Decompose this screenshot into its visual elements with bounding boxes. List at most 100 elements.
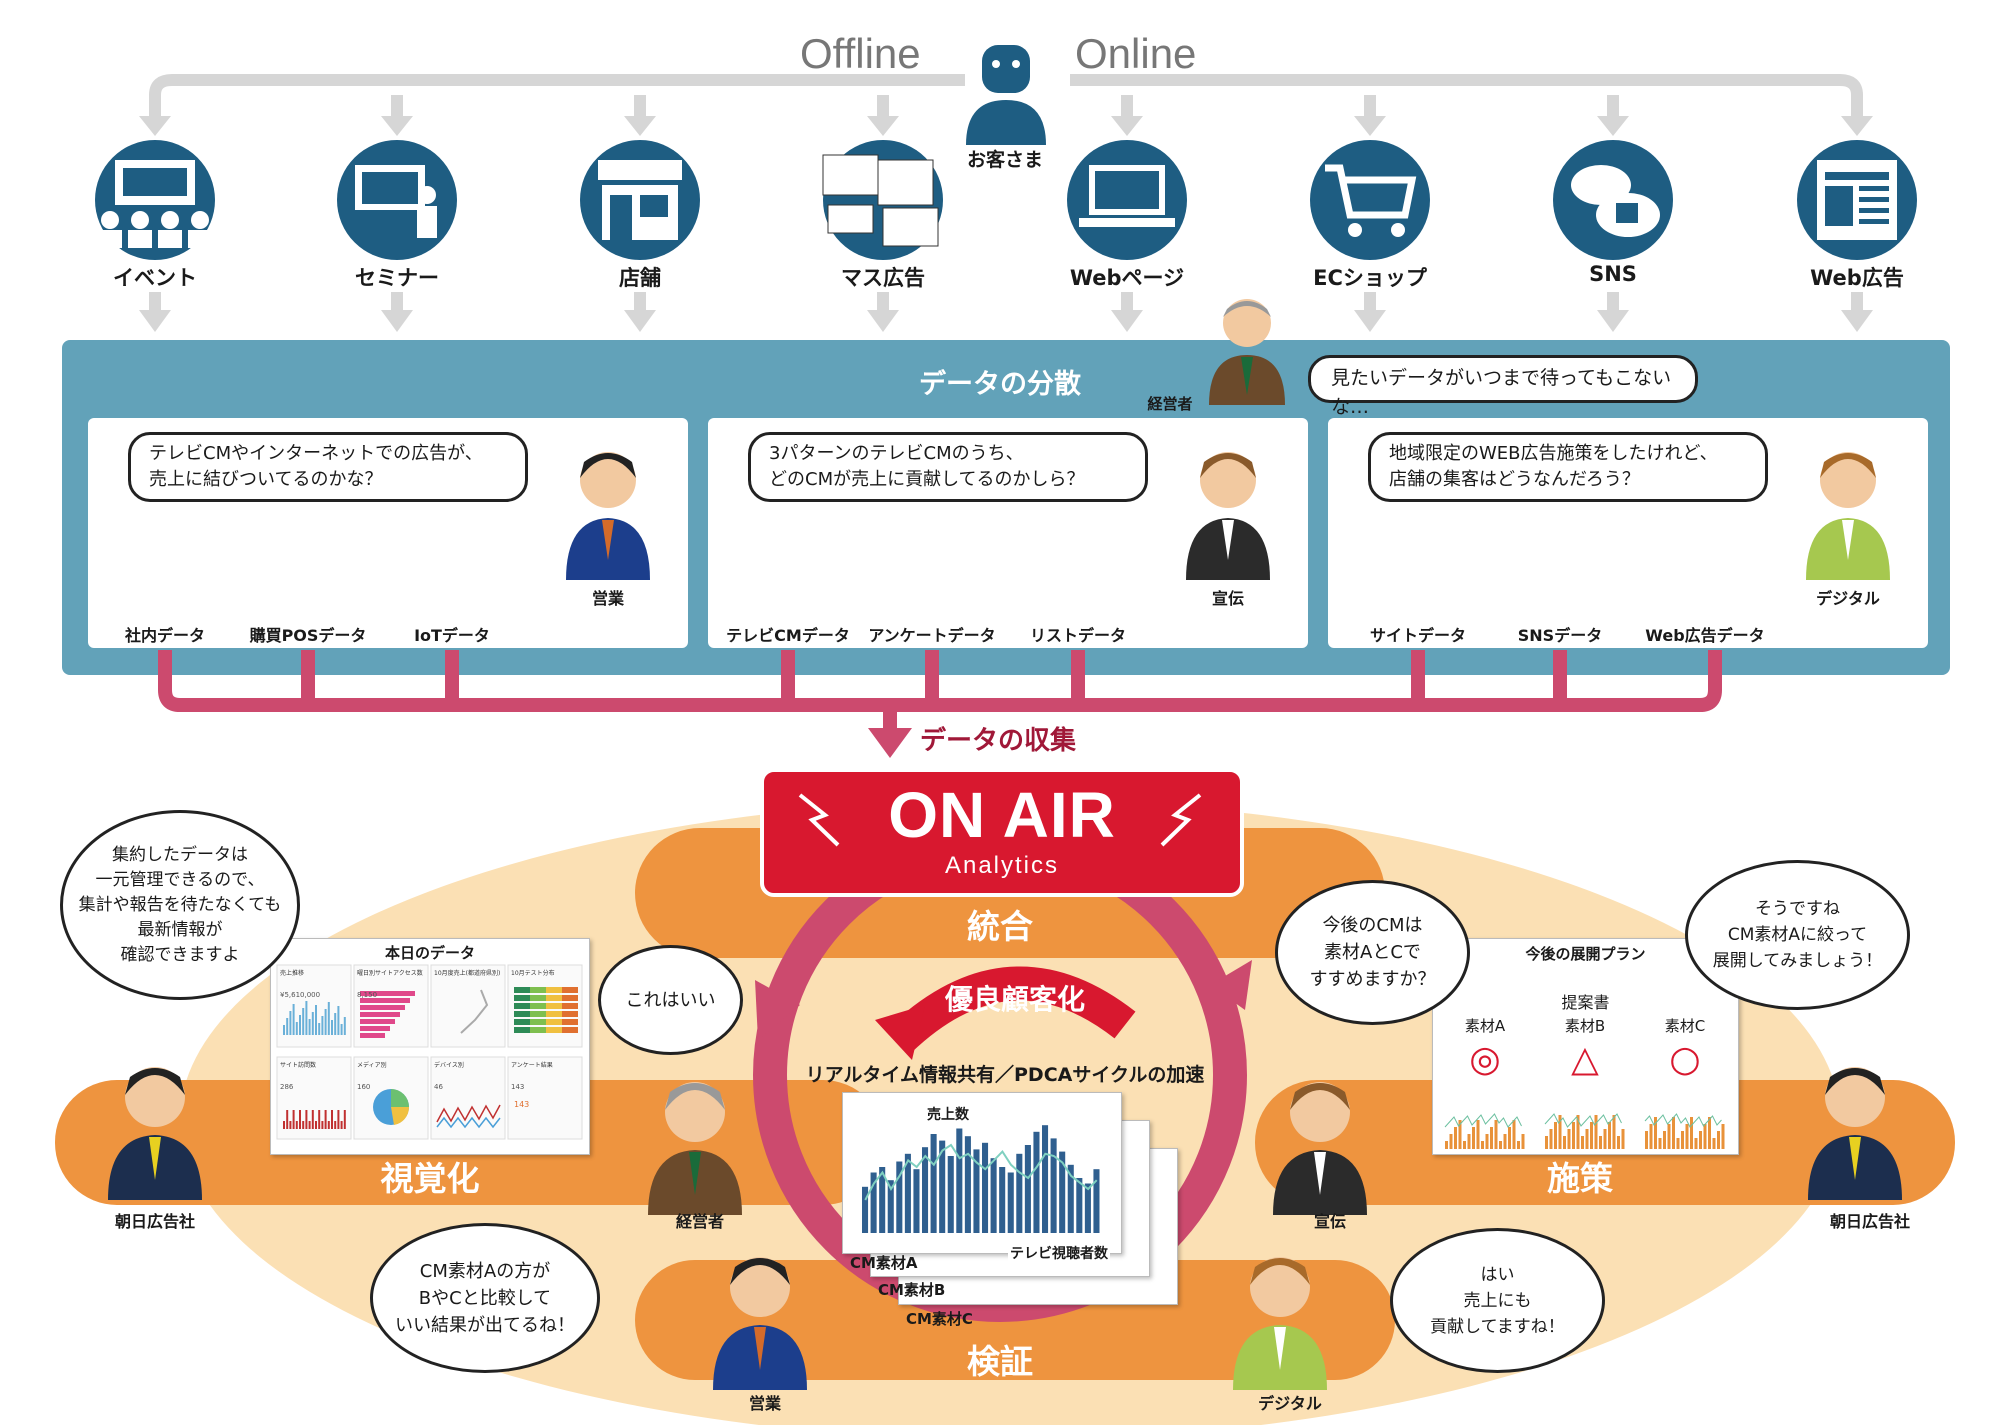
dash-bar — [302, 1008, 305, 1035]
dash-bar — [562, 1019, 578, 1025]
sns-chat-icon — [1553, 140, 1673, 260]
seminar-icon — [337, 140, 457, 260]
customer-label: お客さま — [966, 149, 1043, 171]
dash-bar — [546, 1019, 562, 1025]
report-card-a — [842, 1092, 1122, 1254]
speech-line: CM素材Aに絞って — [1727, 925, 1868, 945]
channel-label-7: Web広告 — [1810, 266, 1904, 290]
plan-bar — [1694, 1138, 1698, 1149]
report-bar — [1059, 1151, 1066, 1233]
plan-bar — [1645, 1131, 1648, 1149]
panel-speech-line1: 3パターンのテレビCMのうち、 — [769, 443, 1024, 464]
plan-bar — [1454, 1127, 1457, 1149]
report-card-b-label: CM素材B — [878, 1281, 946, 1299]
person-label-4: 営業 — [748, 1394, 781, 1413]
dashboard-tile — [430, 1056, 506, 1140]
report-bar — [913, 1169, 920, 1233]
dashboard-tile-title: メディア別 — [357, 1061, 387, 1069]
report-bar — [947, 1156, 954, 1233]
dashboard-tile-title: 売上推移 — [280, 969, 304, 977]
dash-bar — [340, 1024, 343, 1035]
dash-bar — [340, 1121, 343, 1129]
dash-bar — [514, 1011, 530, 1017]
event-icon — [95, 140, 215, 260]
dash-bar — [295, 1022, 298, 1035]
plan-bar — [1581, 1136, 1584, 1149]
plan-bar — [1663, 1131, 1666, 1149]
dash-bar — [318, 1110, 321, 1129]
plan-bar — [1649, 1124, 1653, 1149]
dash-bar — [311, 1110, 314, 1129]
dash-bar — [321, 1016, 324, 1035]
plan-bar — [1554, 1122, 1557, 1149]
report-bar — [862, 1186, 869, 1233]
dash-bar — [360, 998, 410, 1003]
report-bar — [1093, 1169, 1100, 1233]
plan-material-mark: ○ — [1669, 1039, 1700, 1080]
plan-bar — [1476, 1120, 1480, 1149]
data-source-label-0-0: 社内データ — [124, 626, 205, 645]
report-bar — [1084, 1183, 1091, 1233]
data-source-label-2-1: SNSデータ — [1517, 626, 1603, 645]
plan-bar — [1603, 1129, 1607, 1149]
report-bar — [887, 1180, 894, 1233]
plan-bar — [1712, 1138, 1716, 1149]
report-bar — [973, 1149, 980, 1233]
report-bar — [879, 1167, 886, 1233]
speech-line: すすめますか？ — [1309, 969, 1436, 990]
dash-bar — [337, 1110, 340, 1129]
report-card-c-label: CM素材C — [906, 1310, 973, 1328]
plan-line — [1644, 1113, 1722, 1128]
panel-speech-0: テレビCMやインターネットでの広告が、売上に結びついてるのかな？ — [128, 432, 528, 502]
speech-line: 素材AとCで — [1324, 942, 1421, 963]
person-pr-2 — [1265, 1070, 1375, 1215]
dash-bar — [530, 995, 546, 1001]
report-bar — [990, 1158, 997, 1233]
plan-bar — [1685, 1124, 1689, 1149]
core-label: 優良顧客化 — [944, 983, 1085, 1016]
speech-line: 確認できますよ — [120, 944, 240, 965]
dashboard-value: 160 — [357, 1083, 370, 1091]
plan-title: 今後の展開プラン — [1525, 945, 1646, 963]
plan-bar — [1567, 1129, 1571, 1149]
dash-bar — [562, 1003, 578, 1009]
plan-bar — [1521, 1134, 1525, 1149]
plan-bar — [1563, 1136, 1566, 1149]
dash-bar — [562, 987, 578, 993]
plan-bar — [1594, 1115, 1598, 1149]
dash-bar — [331, 1020, 333, 1035]
dash-bar — [546, 995, 562, 1001]
dash-bar — [308, 1019, 311, 1035]
plan-proposal: 提案書 — [1561, 993, 1610, 1012]
plan-bar — [1676, 1138, 1680, 1149]
panel-person-label-2: デジタル — [1816, 589, 1880, 608]
data-source-label-1-1: アンケートデータ — [868, 626, 996, 645]
report-bar — [1050, 1138, 1057, 1233]
channel-label-5: ECショップ — [1313, 266, 1427, 290]
dashboard-tile-title: デバイス別 — [434, 1061, 464, 1069]
speech-line: CM素材Aの方が — [419, 1260, 551, 1282]
report-bar — [1033, 1131, 1040, 1233]
plan-bar — [1549, 1129, 1553, 1149]
panel-speech-1: 3パターンのテレビCMのうち、どのCMが売上に貢献してるのかしら？ — [748, 432, 1148, 502]
person-sales-4 — [705, 1245, 815, 1390]
dash-bar — [343, 1017, 346, 1035]
speech-line: 展開してみましょう！ — [1712, 951, 1883, 971]
person-label-5: デジタル — [1258, 1394, 1322, 1413]
dash-bar — [305, 1001, 308, 1035]
dashboard-tile — [430, 964, 506, 1048]
plan-bar — [1490, 1127, 1493, 1149]
plan-bar — [1699, 1131, 1702, 1149]
report-bar — [964, 1136, 971, 1233]
plan-material-mark: △ — [1571, 1039, 1599, 1080]
dash-bar — [530, 987, 546, 993]
dash-bar — [337, 1006, 340, 1035]
dash-bar — [286, 1018, 289, 1035]
dash-bar — [514, 1019, 530, 1025]
dash-bar — [546, 987, 562, 993]
plan-bar — [1558, 1115, 1562, 1149]
dashboard-tile-title: 曜日別サイトアクセス数 — [357, 969, 423, 977]
core-arc-head — [875, 1005, 925, 1060]
laptop-icon — [1067, 140, 1187, 260]
